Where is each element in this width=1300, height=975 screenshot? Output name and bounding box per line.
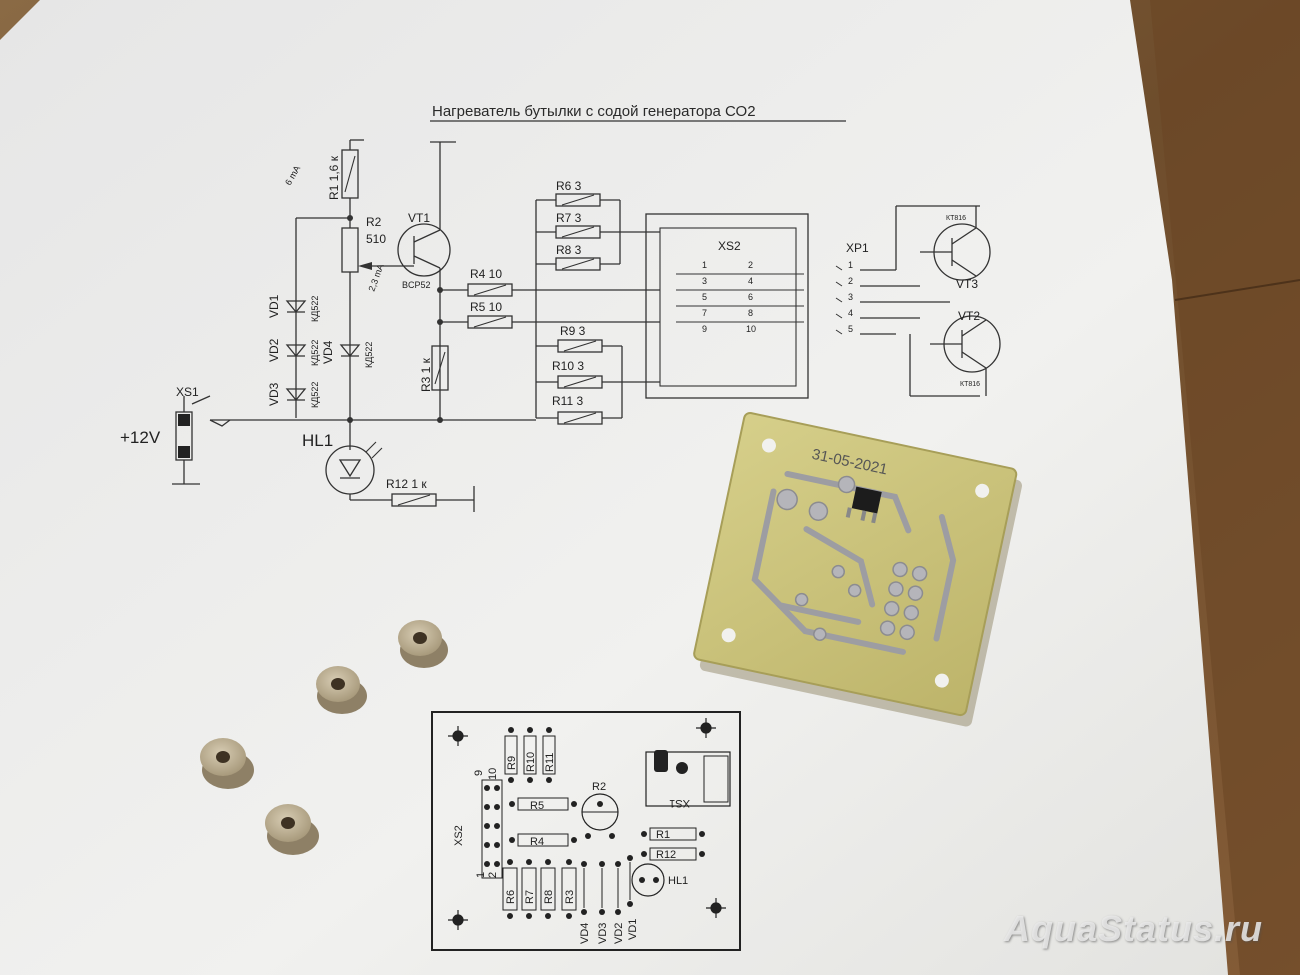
pcb-r10-label: R10 xyxy=(525,752,537,772)
spacer xyxy=(200,738,254,789)
pcb-r5-label: R5 xyxy=(530,800,544,812)
xs2-frame xyxy=(645,213,809,399)
r3-label: R3 1 к xyxy=(419,357,433,392)
svg-text:2: 2 xyxy=(848,276,853,286)
vt2-label: VT2 xyxy=(958,309,980,323)
xp1-label: XP1 xyxy=(846,241,869,255)
vd2-part-label: КД522 xyxy=(310,340,320,366)
supply-label: +12V xyxy=(120,428,161,447)
r2-value-label: 510 xyxy=(366,232,386,246)
r7-label: R7 3 xyxy=(556,211,582,225)
vt3-label: VT3 xyxy=(956,277,978,291)
svg-text:7: 7 xyxy=(702,308,707,318)
title-text: Нагреватель бутылки с содой генератора С… xyxy=(432,103,756,120)
svg-text:9: 9 xyxy=(702,324,707,334)
pcb-xs2-label: XS2 xyxy=(453,825,465,846)
pcb-vd4-label: VD4 xyxy=(579,923,591,944)
svg-text:1: 1 xyxy=(702,260,707,270)
pcb-r1-label: R1 xyxy=(656,829,670,841)
spacer xyxy=(398,620,448,668)
pcb-r11-label: R11 xyxy=(544,753,556,772)
svg-text:5: 5 xyxy=(702,292,707,302)
svg-text:4: 4 xyxy=(848,308,853,318)
vt1-label: VT1 xyxy=(408,211,430,225)
r1-label: R1 1,6 к xyxy=(327,155,341,200)
pcb-vd2-label: VD2 xyxy=(613,923,625,944)
svg-text:4: 4 xyxy=(748,276,753,286)
svg-text:1: 1 xyxy=(848,260,853,270)
vd1-label: VD1 xyxy=(267,294,281,318)
svg-text:3: 3 xyxy=(702,276,707,286)
pcb-r9-label: R9 xyxy=(506,756,518,770)
schematic-title: Нагреватель бутылки с содой генератора С… xyxy=(430,103,846,122)
spacers xyxy=(200,620,448,855)
r6-label: R6 3 xyxy=(556,179,582,193)
xs2-pin-labels: 1 2 3 4 5 6 7 8 9 10 xyxy=(702,260,756,334)
vt3-part-label: КТ816 xyxy=(946,215,966,222)
pcb-layout-print: XS2 9 10 1 2 R9 R10 R11 R5 R4 xyxy=(431,711,741,951)
pcb-r3-label: R3 xyxy=(564,890,576,904)
svg-text:8: 8 xyxy=(748,308,753,318)
pcb-xs2-pins xyxy=(481,779,503,879)
xs2-label: XS2 xyxy=(718,239,741,253)
pcb-pin-10-label: 10 xyxy=(487,768,499,780)
pcb-r7-label: R7 xyxy=(524,890,536,904)
etched-pcb: 31-05-2021 xyxy=(693,411,1022,727)
svg-text:10: 10 xyxy=(746,324,756,334)
spacer xyxy=(265,804,319,855)
vd1-part-label: КД522 xyxy=(310,296,320,322)
r3-symbol xyxy=(431,345,449,391)
pcb-r6-label: R6 xyxy=(505,890,517,904)
pcb-vd1-label: VD1 xyxy=(627,919,639,940)
vt2-part-label: КТ816 xyxy=(960,381,980,388)
watermark: AquaStatus.ru xyxy=(1004,908,1264,949)
pcb-hl1-label: HL1 xyxy=(668,875,688,887)
svg-text:2: 2 xyxy=(748,260,753,270)
vd4-part-label: КД522 xyxy=(364,342,374,368)
pcb-transistor xyxy=(851,486,882,514)
pcb-r8-label: R8 xyxy=(543,890,555,904)
r12-label: R12 1 к xyxy=(386,477,427,491)
r11-label: R11 3 xyxy=(552,394,583,408)
pcb-r2-label: R2 xyxy=(592,781,606,793)
pcb-pin-1-label: 1 xyxy=(475,872,487,878)
r5-label: R5 10 xyxy=(470,300,502,314)
vd3-label: VD3 xyxy=(267,382,281,406)
r2-label: R2 xyxy=(366,215,382,229)
svg-text:6: 6 xyxy=(748,292,753,302)
svg-text:5: 5 xyxy=(848,324,853,334)
pcb-hl1-footprint xyxy=(631,863,665,897)
xp1-pin-labels: 1 2 3 4 5 xyxy=(848,260,853,334)
pcb-r12-label: R12 xyxy=(656,849,676,861)
pcb-pin-9-label: 9 xyxy=(473,770,485,776)
svg-text:3: 3 xyxy=(848,292,853,302)
r8-label: R8 3 xyxy=(556,243,582,257)
paper-sheet xyxy=(0,0,1228,975)
r10-label: R10 3 xyxy=(552,359,584,373)
pcb-xs1-jack xyxy=(645,751,731,807)
hl1-label: HL1 xyxy=(302,431,333,450)
spacer xyxy=(316,666,367,714)
vt1-symbol xyxy=(397,223,451,277)
schematic-diagram: R1 1,6 к 6 mA R2 510 2,3 mA VD1 VD2 VD3 … xyxy=(120,139,1001,512)
pcb-r4-label: R4 xyxy=(530,836,544,848)
pcb-xs1-label: XS1 xyxy=(669,797,690,809)
vd4-label: VD4 xyxy=(321,340,335,364)
pcb-vd3-label: VD3 xyxy=(597,923,609,944)
vt1-part-label: BCP52 xyxy=(402,280,431,290)
vd3-part-label: КД522 xyxy=(310,382,320,408)
vd2-label: VD2 xyxy=(267,338,281,362)
pcb-pin-2-label: 2 xyxy=(487,872,499,878)
r4-label: R4 10 xyxy=(470,267,502,281)
xs1-label: XS1 xyxy=(176,385,199,399)
r9-label: R9 3 xyxy=(560,324,586,338)
